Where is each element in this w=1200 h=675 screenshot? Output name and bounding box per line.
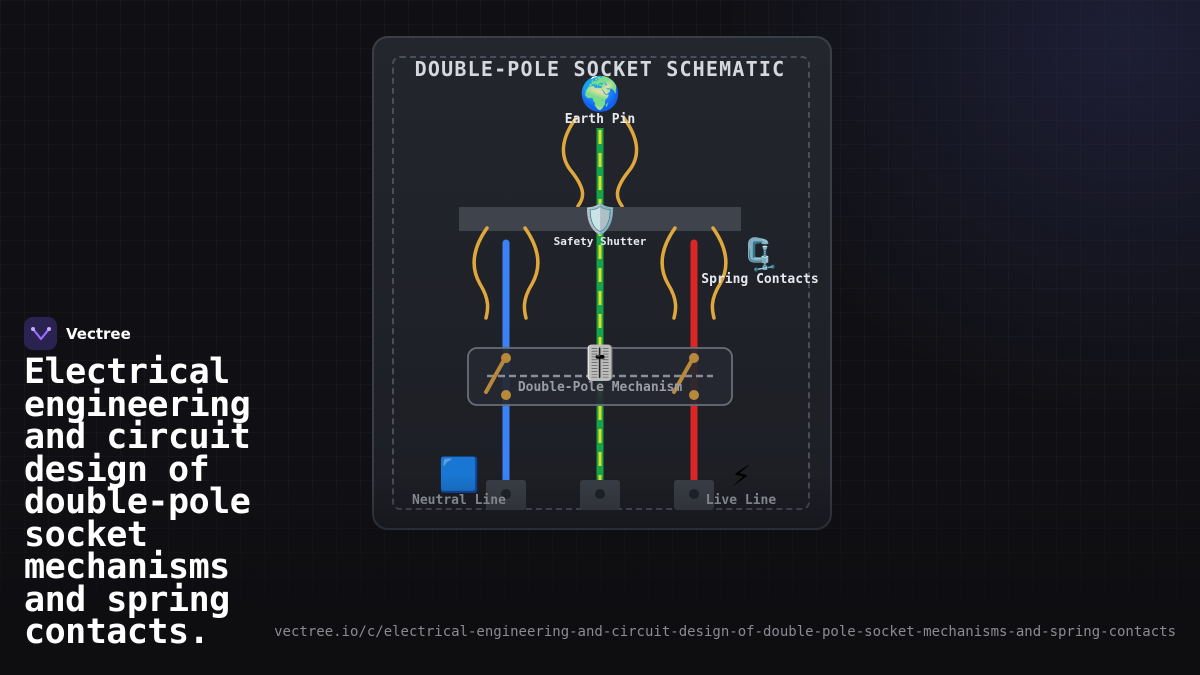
vectree-logo-icon: [24, 317, 57, 350]
terminal-screws: [501, 489, 699, 499]
shield-icon: 🛡️: [582, 202, 618, 236]
page-url[interactable]: vectree.io/c/electrical-engineering-and-…: [274, 624, 1176, 640]
earth-icon: 🌍: [579, 74, 620, 113]
neutral-line-label: Neutral Line: [412, 493, 506, 508]
neutral-spring-contacts: [472, 226, 540, 320]
clamp-icon: 🗜️: [741, 236, 780, 273]
brand[interactable]: Vectree: [24, 317, 131, 350]
earth-spring-contacts: [561, 116, 639, 208]
headline: Electrical engineering and circuit desig…: [24, 352, 251, 652]
neutral-switch: [484, 353, 511, 400]
mechanism-label: Double-Pole Mechanism: [518, 380, 683, 395]
neutral-icon: 🟦: [438, 455, 479, 494]
slider-switch-icon: 🎚️: [579, 343, 620, 382]
live-switch: [672, 353, 699, 400]
lightning-icon: ⚡: [731, 455, 751, 494]
diagram-title: DOUBLE-POLE SOCKET SCHEMATIC: [415, 57, 786, 81]
live-line-label: Live Line: [706, 493, 777, 508]
live-spring-contacts: [660, 226, 728, 320]
brand-name: Vectree: [66, 324, 131, 343]
safety-shutter-label: Safety Shutter: [554, 235, 647, 248]
safety-shutter-bar: [459, 207, 741, 231]
spring-contacts-label: Spring Contacts: [701, 272, 818, 287]
earth-pin-label: Earth Pin: [565, 112, 635, 127]
